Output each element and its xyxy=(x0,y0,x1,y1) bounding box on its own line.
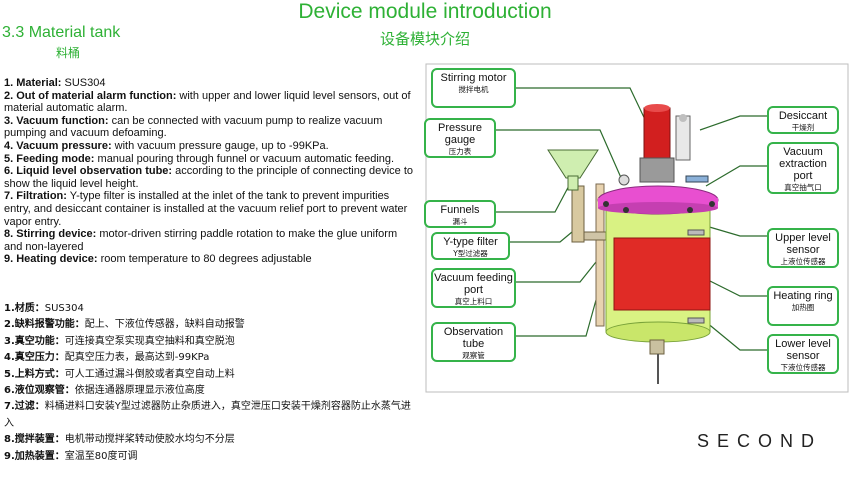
vacuum-port-pipe xyxy=(685,175,709,183)
tank-bottom xyxy=(605,321,711,343)
feature-item: 4. Vacuum pressure: with vacuum pressure… xyxy=(4,139,329,152)
feature-list-cn: 1.材质：SUS304 2.缺料报警功能：配上、下液位传感器，缺料自动报警 3.… xyxy=(4,301,416,465)
desiccant-container xyxy=(675,115,691,161)
lower-sensor xyxy=(687,317,705,324)
feature-item-cn: 2.缺料报警功能：配上、下液位传感器，缺料自动报警 xyxy=(4,319,245,331)
feature-item: 9. Heating device: room temperature to 8… xyxy=(4,253,312,266)
feature-item: 7. Filtration: Y-type filter is installe… xyxy=(4,190,408,228)
callout-lines xyxy=(496,87,767,351)
feature-item-cn: 8.搅拌装置：电机带动搅拌桨转动使胶水均匀不分层 xyxy=(4,434,235,446)
feature-item: 5. Feeding mode: manual pouring through … xyxy=(4,152,395,165)
feature-item-cn: 1.材质：SUS304 xyxy=(4,303,84,314)
feature-item: 6. Liquid level observation tube: accord… xyxy=(4,165,414,190)
page-subtitle: 设备模块介绍 xyxy=(379,30,470,48)
lid-bolts xyxy=(603,201,715,213)
brand-logo: SECOND xyxy=(697,431,823,451)
pressure-gauge-dial xyxy=(618,174,630,186)
feature-list-en: 1. Material: SUS304 2. Out of material a… xyxy=(4,77,416,266)
feature-item: 2. Out of material alarm function: with … xyxy=(4,89,411,115)
motor-mount xyxy=(639,157,675,183)
feature-item-cn: 3.真空功能：可连接真空泵实现真空抽料和真空脱泡 xyxy=(4,335,235,347)
y-filter-body xyxy=(571,185,585,243)
diagram-frame xyxy=(425,63,849,393)
stirring-motor-body xyxy=(643,107,671,161)
upper-sensor xyxy=(687,229,705,236)
feature-item: 8. Stirring device: motor-driven stirrin… xyxy=(4,228,398,253)
feature-item-cn: 9.加热装置：室温至80度可调 xyxy=(4,450,138,462)
heating-ring-band xyxy=(613,237,711,311)
feature-item-cn: 6.液位观察管：依据连通器原理显示液位高度 xyxy=(4,385,205,397)
feature-item-cn: 5.上料方式：可人工通过漏斗倒胶或者真空自动上料 xyxy=(4,368,235,380)
section-subtitle: 料桶 xyxy=(56,46,81,60)
funnel-shape xyxy=(547,149,599,179)
motor-top xyxy=(644,104,670,112)
feature-item: 3. Vacuum function: can be connected wit… xyxy=(4,114,383,140)
filter-pipe xyxy=(583,231,607,241)
feature-item-cn: 4.真空压力：配真空压力表，最高达到-99KPa xyxy=(4,352,210,364)
feature-item-cn: 7.过滤：料桶进料口安装Y型过滤器防止杂质进入，真空泄压口安装干燥剂容器防止水蒸… xyxy=(4,401,411,429)
feature-item: 1. Material: SUS304 xyxy=(4,77,106,89)
section-title: 3.3 Material tank xyxy=(2,24,121,41)
page-title: Device module introduction xyxy=(298,0,552,23)
outlet-valve xyxy=(649,339,665,355)
funnel-neck xyxy=(567,175,579,191)
desiccant-cap xyxy=(679,114,687,122)
observation-tube-pipe xyxy=(595,183,605,327)
lid-edge xyxy=(598,202,718,214)
